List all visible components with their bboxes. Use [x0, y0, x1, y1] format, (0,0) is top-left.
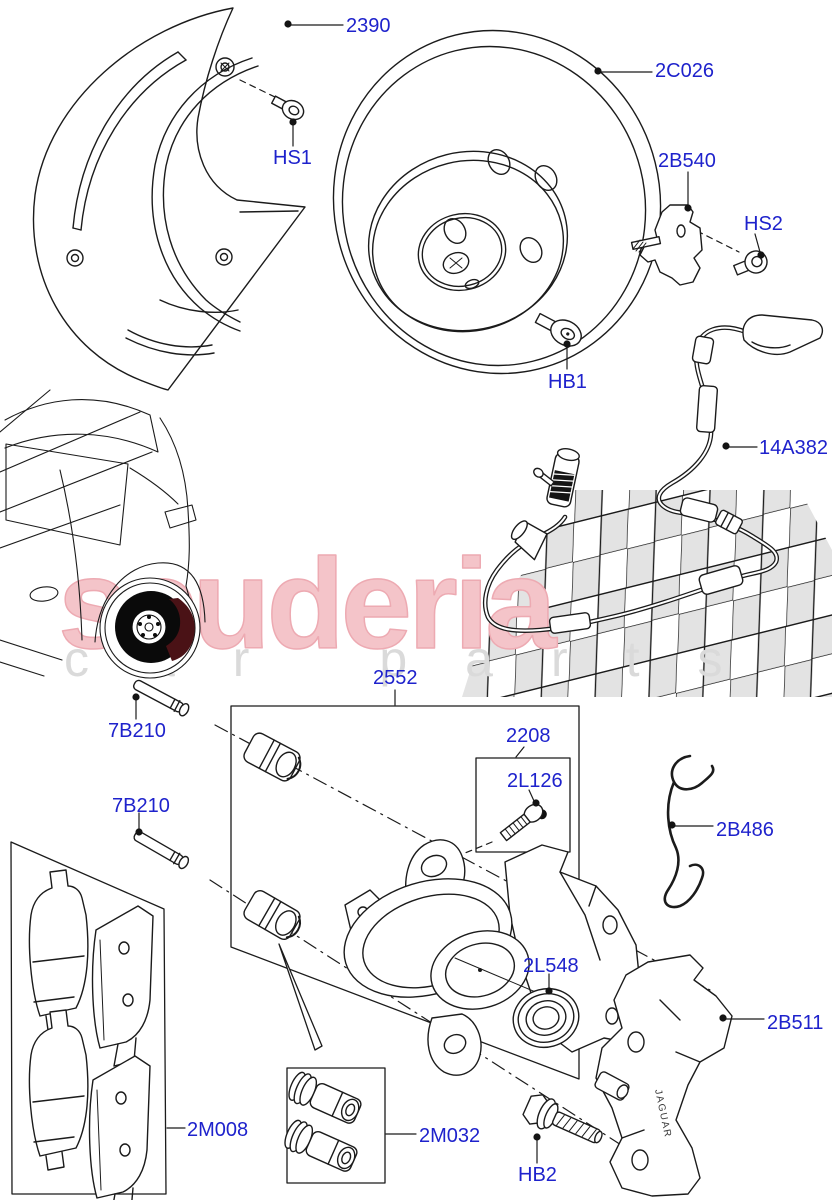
- harness-boot: [510, 520, 548, 561]
- brand-watermark: scuderia car parts: [57, 532, 722, 687]
- callout-dots: [132, 20, 765, 1141]
- part-label-2208[interactable]: 2208: [506, 725, 551, 747]
- part-label-HS1[interactable]: HS1: [273, 147, 312, 169]
- caliper-kit-box-2552: [230, 705, 580, 1080]
- boot-lower: [284, 1119, 358, 1172]
- part-label-2C026[interactable]: 2C026: [655, 60, 714, 82]
- caliper-carrier: JAGUAR: [594, 954, 733, 1197]
- part-label-2L126[interactable]: 2L126: [507, 770, 563, 792]
- part-label-2B486[interactable]: 2B486: [716, 819, 774, 841]
- pin-bushing-lower: [243, 890, 301, 940]
- part-label-2552[interactable]: 2552: [373, 667, 418, 689]
- part-label-HS2[interactable]: HS2: [744, 213, 783, 235]
- sensor-bracket: [630, 204, 703, 286]
- boot-upper: [288, 1071, 362, 1124]
- part-label-14A382[interactable]: 14A382: [759, 437, 828, 459]
- brake-caliper: [343, 839, 649, 1076]
- callout-leaders: [132, 20, 765, 1164]
- pad-inner-lower: [28, 1009, 89, 1171]
- pad-outer-lower: [88, 1055, 151, 1200]
- wheel-speed-sensor: [510, 448, 580, 561]
- pads-box-2M008: [10, 841, 167, 1195]
- bracket-screw-hs2: [733, 250, 768, 276]
- abs-harness: [483, 314, 824, 634]
- piston-seal: [512, 988, 580, 1048]
- disc-screw-hb1: [534, 312, 582, 347]
- pin-bushing-upper: [243, 732, 302, 782]
- bracket-pin: [630, 235, 662, 253]
- part-label-2M008[interactable]: 2M008: [187, 1119, 249, 1141]
- part-label-HB2[interactable]: HB2: [518, 1164, 557, 1186]
- vehicle-locator: [0, 389, 206, 679]
- boot-kit: [284, 1071, 362, 1172]
- shield-screw-hs1: [270, 95, 305, 121]
- harness-connector: [742, 314, 824, 356]
- part-label-7B210-upper[interactable]: 7B210: [108, 720, 166, 742]
- part-label-2390[interactable]: 2390: [346, 15, 391, 37]
- part-label-2B511[interactable]: 2B511: [767, 1012, 824, 1034]
- brake-pads: [28, 869, 154, 1200]
- part-label-HB1[interactable]: HB1: [548, 371, 587, 393]
- guide-pin-upper: [132, 679, 190, 717]
- brake-disc: [332, 29, 662, 375]
- splash-shield: [32, 7, 306, 391]
- pad-inner-upper: [28, 869, 89, 1031]
- kit-boxes: [10, 705, 580, 1195]
- part-label-2M032[interactable]: 2M032: [419, 1125, 481, 1147]
- part-label-7B210-lower[interactable]: 7B210: [112, 795, 170, 817]
- guide-pin-lower: [133, 830, 190, 870]
- boot-kit-box-2M032: [286, 1067, 386, 1184]
- pad-outer-upper: [91, 905, 154, 1067]
- part-label-2L548[interactable]: 2L548: [523, 955, 579, 977]
- harness-sheaths: [548, 335, 744, 634]
- bleed-screw: [499, 803, 547, 842]
- pointer-wedge: [278, 943, 323, 1051]
- part-label-2B540[interactable]: 2B540: [658, 150, 716, 172]
- carrier-bolt-hb2: [522, 1094, 603, 1144]
- bleed-kit-box-2208: [475, 757, 571, 853]
- caliper-highlight: [166, 598, 195, 661]
- retaining-clip: [663, 754, 715, 909]
